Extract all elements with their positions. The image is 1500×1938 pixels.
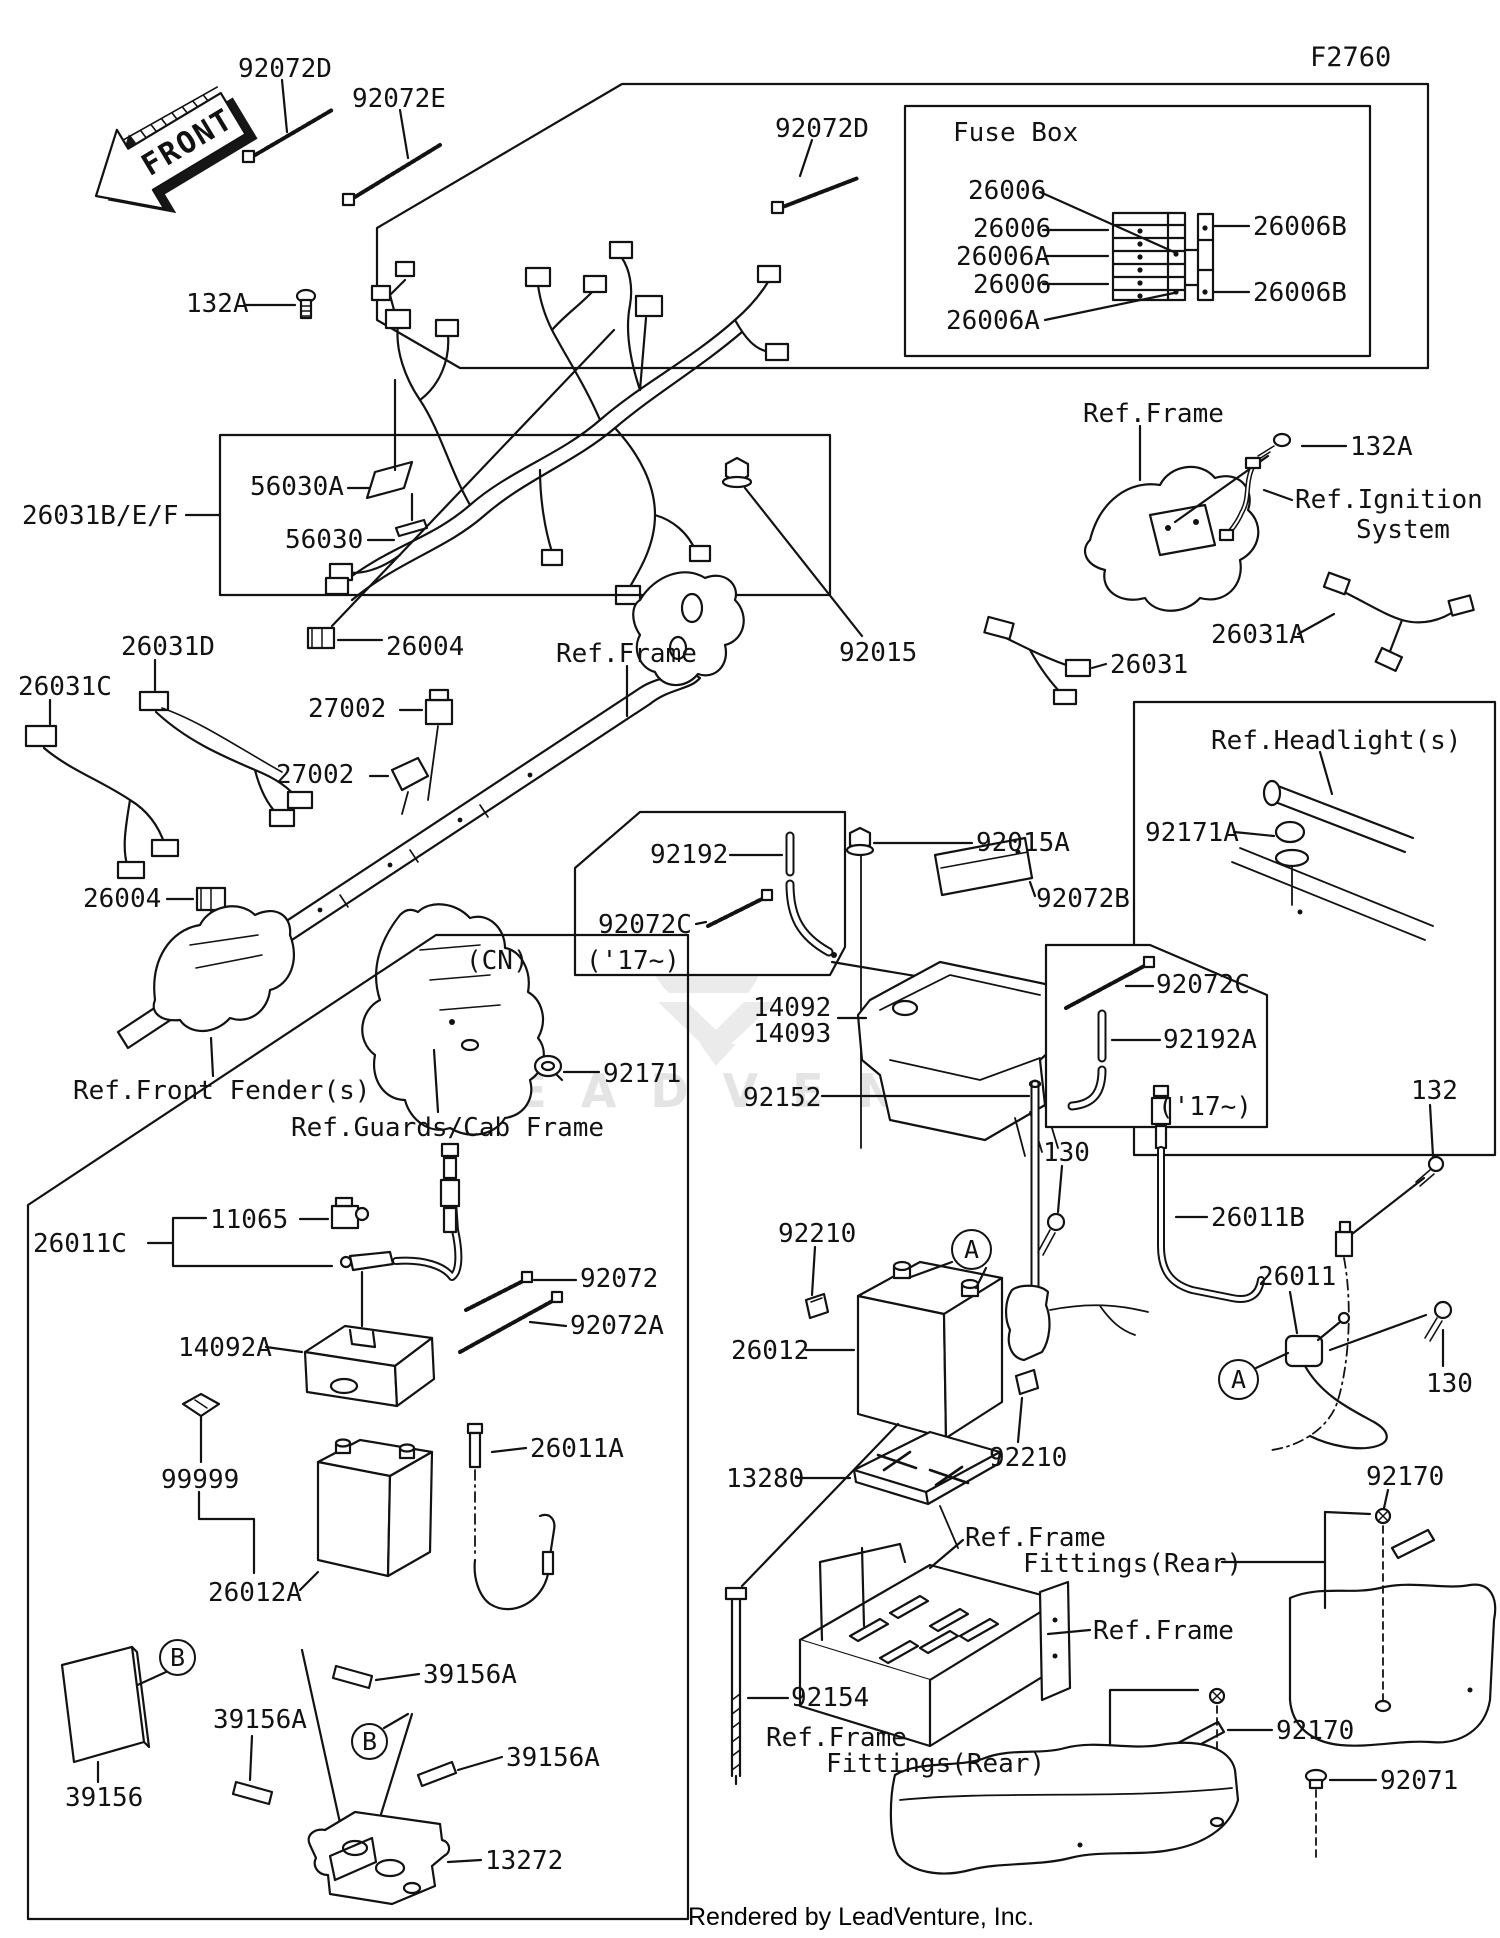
battery-26012 [804,1245,1004,1440]
rear-flap-group [1220,1488,1497,1747]
relays-27002 [368,688,454,815]
main-harness [324,240,790,606]
pads-39156-group [60,1645,504,1906]
harness-26031 [983,615,1108,706]
cable-26011b [1150,1084,1265,1303]
fuse-box-group [903,104,1372,358]
bolt-92154 [724,1422,900,1786]
connector-26004-upper [306,328,616,650]
nut-92015 [721,456,864,638]
fasteners-right [1037,1103,1453,1451]
channel-92072b [933,836,1037,898]
harness-26031c-d [24,658,314,880]
part-26011 [1254,1290,1388,1450]
terminal-cover [1005,1284,1149,1444]
guards-cab-frame [361,903,545,1136]
cable-ties-top [241,78,860,215]
battery-26012a-group [181,1392,434,1592]
frame-rail [116,571,745,1050]
cable-26011c-group [146,1142,463,1328]
grommet-92171 [533,1054,601,1082]
front-arrow: FRONT [94,86,258,214]
harness-26031a [1296,571,1475,672]
carrier-rack [798,1538,1092,1748]
fuse-view-box [375,82,1430,370]
bolt-132a-left [243,288,317,320]
tube-box-right [1044,943,1269,1129]
front-fender-group [152,886,295,1078]
cn-box [26,933,690,1921]
cable-26011a [466,1422,556,1611]
battery-tray [836,960,1064,1157]
sheet-detail-box [184,378,832,597]
headlight-box [1132,700,1497,1157]
nut-92015a [845,826,974,1149]
footer-credit: Rendered by LeadVenture, Inc. [688,1903,1035,1931]
tube-92152 [820,1079,1042,1291]
figure-code: F2760 [1310,42,1392,73]
skid-plate [889,1741,1240,1875]
battery-cover-14092a [264,1324,436,1408]
ignition-frame-group [1083,424,1348,612]
plate-13280 [796,1430,1002,1549]
ties-92072 [458,1270,578,1354]
